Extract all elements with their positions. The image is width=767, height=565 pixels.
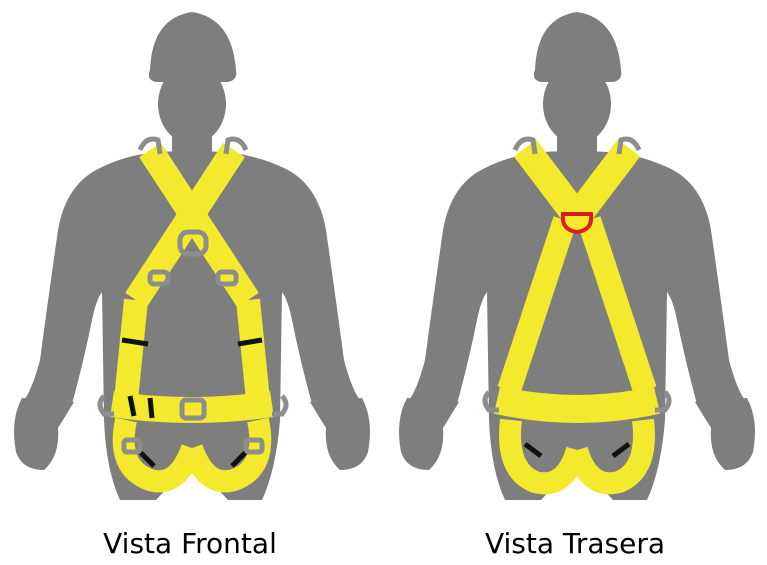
front-harness-illustration: [0, 0, 380, 520]
worker-silhouette: [399, 12, 755, 500]
back-d-ring: [563, 214, 591, 232]
back-view-figure: [385, 0, 765, 520]
back-view-caption: Vista Trasera: [385, 527, 765, 561]
back-harness-illustration: [385, 0, 765, 520]
front-view-caption: Vista Frontal: [0, 527, 380, 561]
front-view-figure: [0, 0, 380, 520]
